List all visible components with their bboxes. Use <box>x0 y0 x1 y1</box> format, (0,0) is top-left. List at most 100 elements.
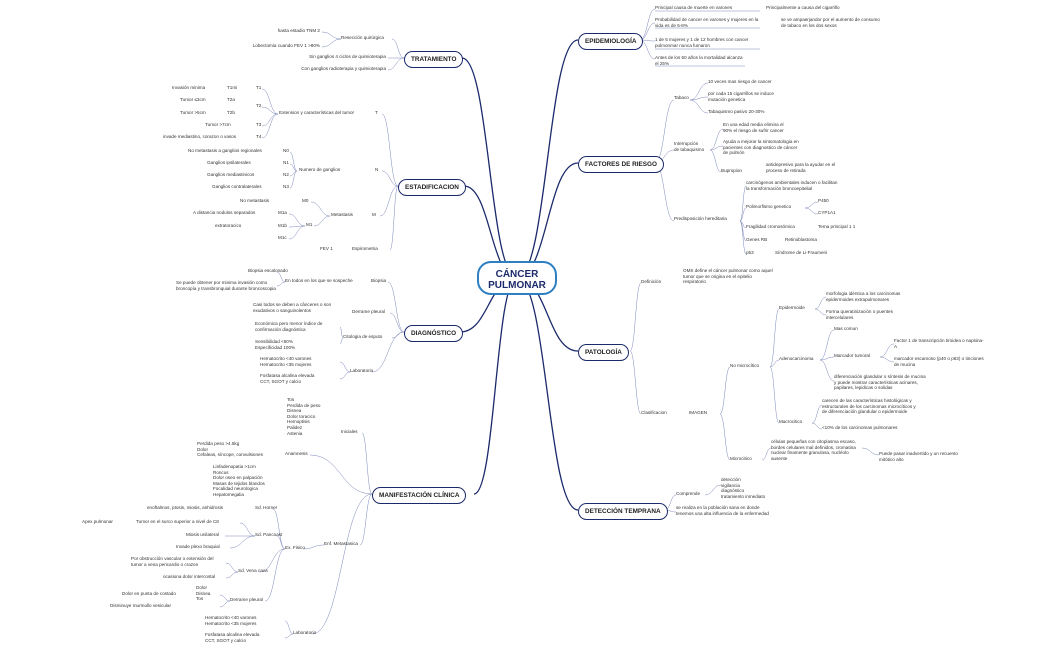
interrupcion-label: Interrupción de tabaquismo <box>674 141 705 152</box>
horner-label: Sd. Horner <box>255 505 278 510</box>
derrame-label: Derrame pleural <box>352 309 385 314</box>
deteccion-text2: se realiza en la población sana en donde… <box>676 505 769 516</box>
mc-lab-1: Hematocrito <40 varones Hematocrito <35 … <box>205 615 257 626</box>
central-topic[interactable]: CÁNCER PULMONAR <box>477 261 557 295</box>
connector-49 <box>861 447 880 456</box>
connector-69 <box>289 170 298 189</box>
connector-87 <box>359 493 373 546</box>
connector-71 <box>313 215 331 227</box>
vena-2: ocasiona dolor intercostal <box>163 574 216 579</box>
topic-patologia[interactable]: PATOLOGÍA <box>578 344 629 361</box>
n-row-4-c: N3 <box>283 184 289 189</box>
pancoast-label: Sd. Pancoast <box>255 532 283 537</box>
fragilidad-right: Tema principal 1 1 <box>818 224 856 229</box>
reseccion-label: Resección quirúrgica <box>341 35 384 40</box>
connector-47 <box>811 422 823 430</box>
connector-30 <box>804 201 819 209</box>
disminuye: Disminuye murmullo vesicular <box>110 603 172 608</box>
t-row-5-g: T4 <box>256 134 262 139</box>
m0-d: No metastasis <box>240 198 270 203</box>
macro-2: <10% de los carcinomas pulmonares <box>822 425 898 430</box>
con-ganglios: Con ganglios radioterapia y quimioterapi… <box>301 66 386 71</box>
m-row-1-d: A distancia nodulos separados <box>193 210 256 215</box>
connector-101 <box>284 620 294 635</box>
mc-derrame-label: Derrame pleural <box>230 597 263 602</box>
connector-46 <box>811 404 823 424</box>
connector-48 <box>761 447 772 461</box>
epi-morf: morfologia idéntica a los carcinomas epi… <box>826 291 901 302</box>
m-row-3-c: M1c <box>278 235 287 240</box>
connector-29 <box>739 220 747 255</box>
mc-lab-2: Fosfatasa alcalina elevada CCT, SGOT y c… <box>205 632 260 643</box>
connector-64 <box>261 113 279 127</box>
n-row-3-d: Ganglios mediastinicos <box>207 172 255 177</box>
polimorfismo-label: Polimorfismo genetico <box>746 204 792 209</box>
bupropion-label: Bupropion <box>721 168 742 173</box>
p450: P450 <box>818 198 829 203</box>
connector-81 <box>339 326 344 339</box>
connector-53 <box>391 38 405 59</box>
topic-deteccion-temprana[interactable]: DETECCIÓN TEMPRANA <box>578 503 668 520</box>
topic-epidemiologia[interactable]: EPIDEMIOLOGÍA <box>578 33 644 50</box>
connector-32 <box>629 282 642 352</box>
macro-1: carecen de las características histológi… <box>822 398 916 415</box>
connector-19 <box>689 82 709 101</box>
connector-31 <box>804 207 819 215</box>
definicion-label: Definición <box>641 279 662 284</box>
marcador-1: Factor 1 de transcripción tiroidea o nap… <box>894 338 984 349</box>
biopsia-mid: En todos en los que se sospeche <box>285 278 353 283</box>
connector-63 <box>261 106 279 115</box>
adeno-text: diferenciación glandular o síntesis de m… <box>834 374 926 391</box>
extension-label: Extension y características del tumor <box>279 110 355 115</box>
connector-70 <box>310 201 331 217</box>
connector-85 <box>361 432 373 495</box>
reseccion-1: hasta estadio TNM 2 <box>277 28 320 33</box>
t-row-4-g: T3 <box>256 122 262 127</box>
topic-tratamiento[interactable]: TRATAMIENTO <box>404 51 464 68</box>
comprende-label: Comprende <box>676 491 701 496</box>
connector-82 <box>339 337 344 345</box>
connector-80 <box>276 281 286 287</box>
t-label: T <box>375 110 378 115</box>
t-row-3-d: Tumor >5cm <box>180 110 206 115</box>
connector-37 <box>769 359 780 368</box>
connector-0 <box>516 39 579 279</box>
topic-manifestacion-clinica[interactable]: MANIFESTACIÓN CLÍNICA <box>372 487 467 504</box>
iniciales-text: Tos Perdida de peso Disnea Dolor toracic… <box>287 397 321 436</box>
reseccion-2: Lobectomia cuando FEV 1 >80% <box>252 43 320 48</box>
connector-86 <box>309 454 373 495</box>
miosis: Miosis unilateral <box>186 532 219 537</box>
connector-36 <box>769 308 780 368</box>
connector-96 <box>239 522 256 537</box>
connector-62 <box>261 88 279 115</box>
predisposicion-label: Predisposición hereditaria <box>674 216 727 221</box>
connector-8 <box>639 8 656 41</box>
connector-76 <box>389 312 405 333</box>
apex: Apex pulmonar <box>82 519 113 524</box>
micro-label: Microcitico <box>730 456 752 461</box>
connector-100 <box>219 600 231 608</box>
epidermoide-label: Epidermoide <box>779 305 805 310</box>
connector-34 <box>719 366 731 415</box>
m-row-1-c: M1a <box>278 210 287 215</box>
connector-99 <box>219 594 231 602</box>
connector-92 <box>259 548 286 573</box>
connector-57 <box>321 38 342 48</box>
epi-item-3: 1 de 5 mujeres y 1 de 12 hombres con can… <box>655 37 749 48</box>
clasificacion-label: Clasificacion <box>641 410 667 415</box>
n-row-2-d: Ganglios ipsilaterales <box>207 160 251 165</box>
connector-41 <box>819 329 835 361</box>
marcador-2: marcador escamoso (p40 o p63) o tincione… <box>894 356 984 367</box>
anamnesis-text: Perdida peso >4.5kg Dolor Cefaleas, sínc… <box>197 441 263 458</box>
connector-93 <box>264 548 286 602</box>
topic-diagnostico[interactable]: DIAGNÓSTICO <box>404 325 464 342</box>
vena-label: Sd. Vena cava <box>238 568 268 573</box>
t-row-5-d: invade mediastino, corazon o vasos <box>163 134 237 139</box>
fragilidad-label: Fragilidad cromosómica <box>746 224 795 229</box>
topic-factores-riesgo[interactable]: FACTORES DE RIESGO <box>578 156 664 173</box>
topic-estadificacion[interactable]: ESTADIFICACION <box>398 179 466 196</box>
cito-2: Sensibilidad <60% Especificidad 100% <box>255 339 296 350</box>
connector-35 <box>719 413 731 461</box>
connector-102 <box>284 633 294 639</box>
connector-22 <box>709 128 724 151</box>
